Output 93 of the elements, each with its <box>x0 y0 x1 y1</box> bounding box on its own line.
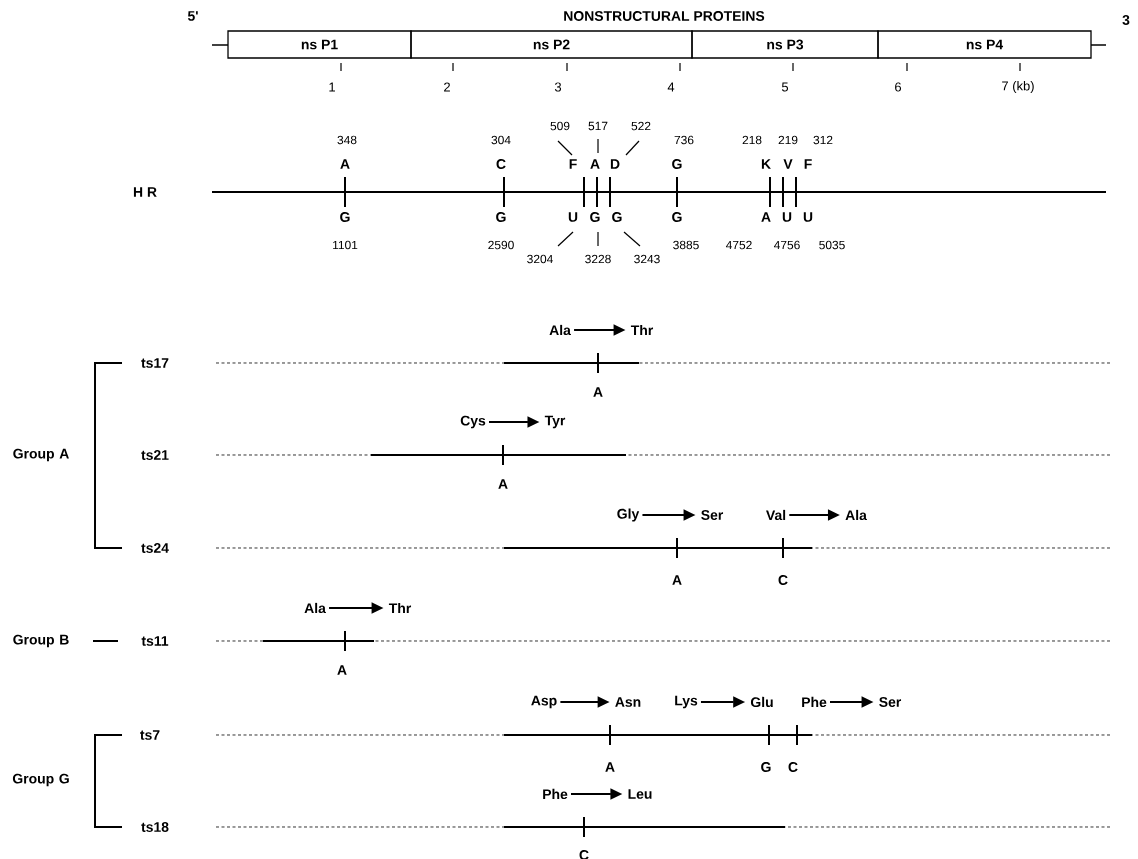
position-number: 736 <box>674 135 694 145</box>
protein-box: ns P3 <box>691 30 879 59</box>
nucleotide-letter: G <box>590 212 600 222</box>
position-number: 3243 <box>634 254 660 264</box>
amino-acid-label: Asn <box>615 697 641 707</box>
position-number: 4756 <box>774 240 800 250</box>
amino-acid-label: Phe <box>802 696 827 708</box>
amino-acid-label: Phe <box>543 788 568 800</box>
amino-acid-label: Val <box>766 509 786 521</box>
amino-acid-label: Ser <box>701 510 724 520</box>
nucleotide-letter: A <box>498 479 508 489</box>
position-number: 509 <box>550 121 570 131</box>
protein-box: ns P2 <box>410 30 693 59</box>
nucleotide-letter: A <box>590 159 600 169</box>
protein-box: ns P1 <box>227 30 412 59</box>
nucleotide-letter: A <box>605 762 615 772</box>
mutant-label: ts11 <box>141 636 169 646</box>
amino-acid-label: Ala <box>845 509 867 521</box>
amino-acid-label: Cys <box>460 415 486 429</box>
amino-acid-label: Leu <box>628 789 652 799</box>
position-number: 4752 <box>726 240 752 250</box>
position-number: 2590 <box>488 240 514 250</box>
scale-number: 7 (kb) <box>1002 80 1034 94</box>
mutant-label: ts18 <box>141 822 169 832</box>
nucleotide-letter: F <box>569 159 577 169</box>
mutant-label: ts24 <box>141 543 169 553</box>
leader-line <box>597 231 599 247</box>
scale-number: 4 <box>667 82 675 92</box>
nucleotide-letter: F <box>804 159 812 169</box>
position-number: 219 <box>778 135 798 145</box>
nucleotide-letter: U <box>803 212 813 222</box>
position-number: 522 <box>631 121 651 131</box>
nucleotide-letter: G <box>496 212 506 222</box>
heading: NONSTRUCTURAL PROTEINS <box>564 11 765 21</box>
amino-acid-label: Ala <box>549 324 571 336</box>
leader-line <box>623 231 641 247</box>
nucleotide-letter: G <box>672 159 682 169</box>
amino-acid-label: Ser <box>879 697 902 707</box>
amino-acid-label: Thr <box>388 602 412 614</box>
scale-number: 6 <box>895 82 902 92</box>
group-label: Group A <box>13 448 69 462</box>
amino-acid-label: Lys <box>675 695 698 709</box>
amino-acid-label: Thr <box>630 324 654 336</box>
leader-line <box>625 140 640 156</box>
position-number: 517 <box>588 121 608 131</box>
nucleotide-letter: U <box>782 212 792 222</box>
nucleotide-letter: G <box>612 212 622 222</box>
amino-acid-label: Asp <box>531 695 557 709</box>
amino-acid-label: Glu <box>750 696 773 708</box>
position-number: 3228 <box>585 254 611 264</box>
position-number: 1101 <box>333 240 358 250</box>
position-number: 312 <box>813 135 833 145</box>
nucleotide-letter: G <box>761 762 771 772</box>
end-label: 5' <box>187 11 198 21</box>
track-label: H R <box>133 187 157 197</box>
group-label: Group B <box>13 634 69 648</box>
nucleotide-letter: C <box>579 850 589 859</box>
leader-line <box>597 138 599 154</box>
nucleotide-letter: K <box>761 159 771 169</box>
protein-box: ns P4 <box>877 30 1092 59</box>
nucleotide-letter: G <box>672 212 682 222</box>
position-number: 218 <box>742 135 762 145</box>
group-label: Group G <box>12 773 69 787</box>
nucleotide-letter: U <box>568 212 578 222</box>
scale-number: 5 <box>781 82 789 92</box>
scale-number: 2 <box>444 82 450 92</box>
end-label: 3 <box>1122 15 1130 25</box>
mutant-label: ts21 <box>141 450 169 460</box>
mutant-label: ts7 <box>140 730 160 740</box>
leader-line <box>557 140 573 156</box>
mutant-label: ts17 <box>141 358 169 368</box>
position-number: 348 <box>337 135 357 145</box>
nucleotide-letter: A <box>337 665 347 675</box>
nucleotide-letter: A <box>593 387 603 397</box>
position-number: 5035 <box>819 240 845 250</box>
nucleotide-letter: A <box>340 159 350 169</box>
position-number: 3885 <box>673 240 699 250</box>
nucleotide-letter: C <box>778 575 788 585</box>
nucleotide-letter: A <box>761 212 771 222</box>
amino-acid-label: Tyr <box>544 415 566 429</box>
amino-acid-label: Ala <box>304 602 326 614</box>
scale-number: 1 <box>329 82 335 92</box>
position-number: 304 <box>491 135 511 145</box>
leader-line <box>557 231 574 247</box>
nucleotide-letter: V <box>783 159 793 169</box>
amino-acid-label: Gly <box>617 508 640 522</box>
nucleotide-letter: D <box>610 159 620 169</box>
nucleotide-letter: C <box>788 762 798 772</box>
nucleotide-letter: A <box>672 575 682 585</box>
nucleotide-letter: C <box>496 159 506 169</box>
nucleotide-letter: G <box>340 212 350 222</box>
scale-number: 3 <box>554 82 562 92</box>
position-number: 3204 <box>527 254 553 264</box>
